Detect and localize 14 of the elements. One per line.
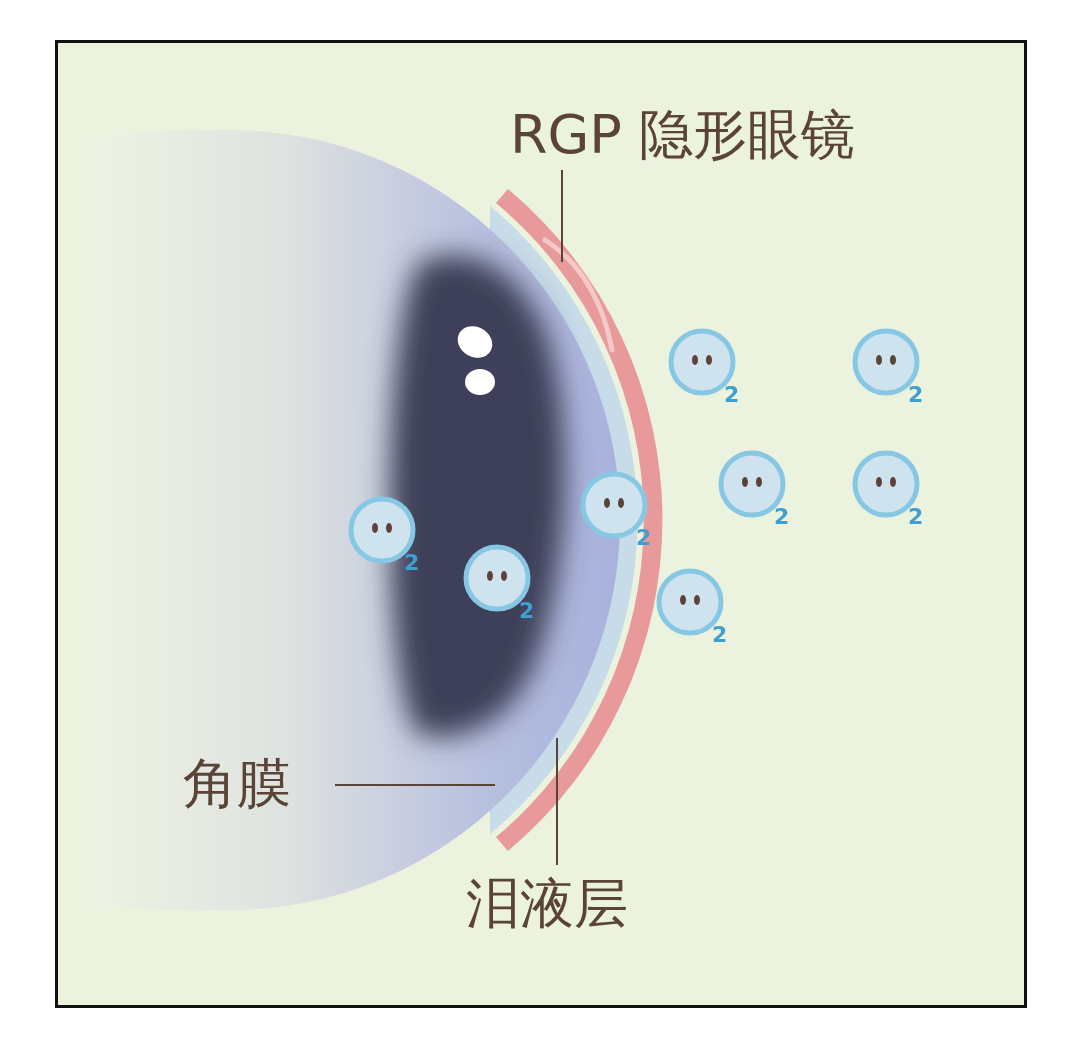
leader-line [561, 169, 563, 263]
leader-line [556, 737, 558, 866]
part-label: 角膜 [183, 752, 291, 816]
part-label: RGP 隐形眼镜 [510, 103, 856, 167]
subscript-number: 2 [774, 506, 790, 528]
subscript-number: 2 [712, 624, 728, 646]
part-label: 泪液层 [466, 872, 628, 936]
subscript-number: 2 [636, 527, 652, 549]
subscript-number: 2 [724, 384, 740, 406]
subscript-number: 2 [404, 552, 420, 574]
leader-line [334, 784, 496, 786]
subscript-number: 2 [908, 506, 924, 528]
subscript-number: 2 [519, 600, 535, 622]
subscript-number: 2 [908, 384, 924, 406]
